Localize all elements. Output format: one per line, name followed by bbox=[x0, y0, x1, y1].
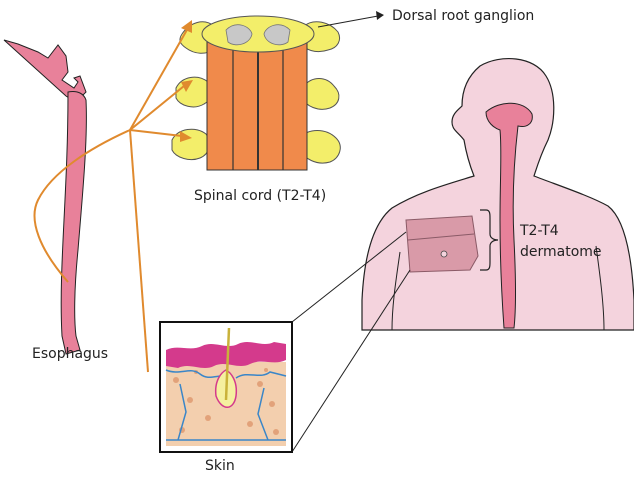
human-figure: T2-T4 dermatome bbox=[362, 59, 634, 330]
ganglion-arrow-head bbox=[376, 11, 384, 20]
skin-label: Skin bbox=[205, 458, 235, 474]
nerve-to-mid-ganglion bbox=[130, 86, 184, 130]
nipple bbox=[441, 251, 447, 257]
dermatome-patch bbox=[406, 216, 478, 272]
ganglion-mid-left bbox=[176, 77, 211, 107]
dorsal-root-ganglion-label: Dorsal root ganglion bbox=[392, 8, 534, 24]
esophagus-label: Esophagus bbox=[32, 346, 108, 362]
nerve-to-bot-ganglion bbox=[130, 130, 182, 136]
dermatome-label-line2: dermatome bbox=[520, 244, 602, 260]
esophagus-illustration: Esophagus bbox=[4, 40, 108, 362]
nerve-to-skin bbox=[130, 130, 148, 372]
ganglion-bot-left bbox=[172, 129, 209, 159]
nerve-to-top-ganglion bbox=[130, 28, 188, 130]
spinal-cord-cap bbox=[202, 16, 314, 52]
esophagus-tube bbox=[61, 91, 86, 354]
ganglion-callout: Dorsal root ganglion bbox=[318, 8, 534, 27]
skin-connector-bottom bbox=[292, 270, 410, 452]
dermatome-label-line1: T2-T4 bbox=[519, 223, 559, 239]
torso-silhouette bbox=[362, 59, 634, 330]
ganglion-mid-right bbox=[302, 79, 339, 110]
ganglion-arrow-line bbox=[318, 16, 378, 27]
spinal-cord-label: Spinal cord (T2-T4) bbox=[194, 188, 326, 204]
spinal-cord-illustration: Spinal cord (T2-T4) bbox=[172, 16, 340, 204]
